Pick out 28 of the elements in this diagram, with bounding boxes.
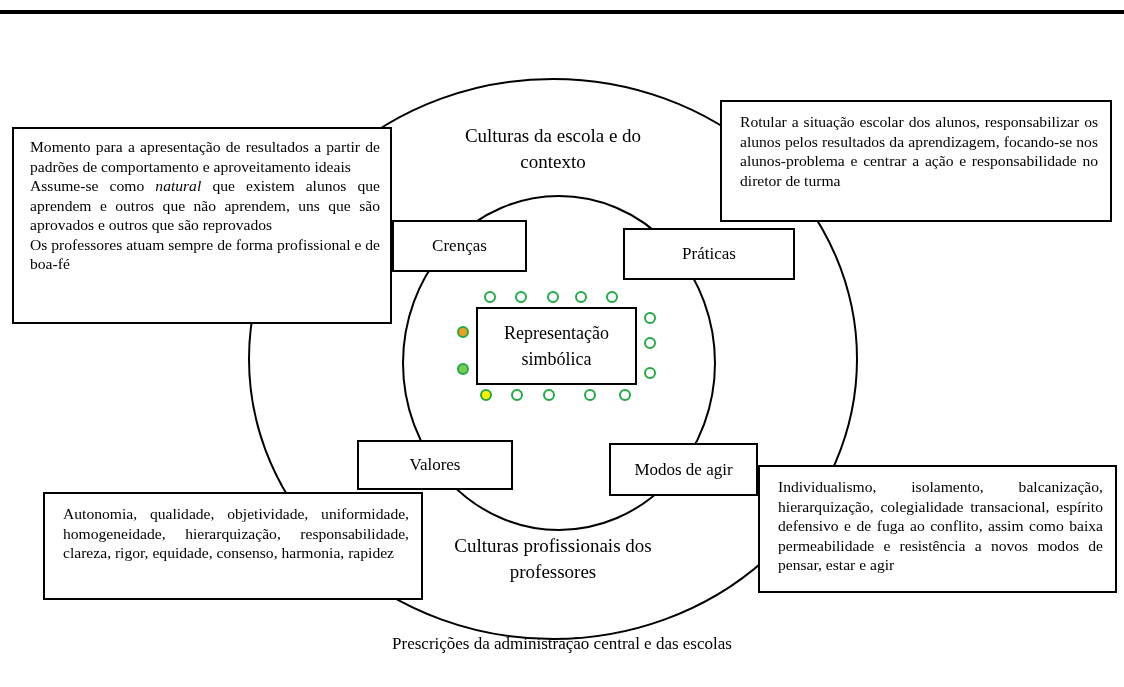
center-box: Representação simbólica bbox=[476, 307, 637, 385]
practices-box: Práticas bbox=[623, 228, 795, 280]
small-circle bbox=[644, 312, 656, 324]
beliefs-box: Crenças bbox=[392, 220, 527, 272]
small-circle bbox=[547, 291, 559, 303]
ways-of-acting-box: Modos de agir bbox=[609, 443, 758, 496]
ways-of-acting-description-box: Individualismo, isolamento, balcanização, hierarquização, colegialidade transacional, espírito defensivo e de fuga ao conflito, assim como baixa permeabilidade e resistência a novos modos de pensar, estar e agir bbox=[758, 465, 1117, 593]
region-title: Culturas da escola e do contexto bbox=[463, 124, 643, 174]
small-circle bbox=[480, 389, 492, 401]
region-title: Culturas profissionais dos professores bbox=[453, 534, 653, 584]
description-paragraph: Os professores atuam sempre de forma profissional e de boa-fé bbox=[30, 234, 380, 274]
description-paragraph: Assume-se como natural que existem alunos que aprendem e outros que não aprendem, uns que são aprovados e outros que são reprovados bbox=[30, 176, 380, 235]
small-circle bbox=[619, 389, 631, 401]
small-circle bbox=[457, 326, 469, 338]
small-circle bbox=[606, 291, 618, 303]
values-description-box: Autonomia, qualidade, objetividade, uniformidade, homogeneidade, hierarquização, responsabilidade, clareza, rigor, equidade, consenso, harmonia, rapidez bbox=[43, 492, 423, 600]
small-circle bbox=[511, 389, 523, 401]
small-circle bbox=[644, 337, 656, 349]
small-circle bbox=[543, 389, 555, 401]
small-circle bbox=[515, 291, 527, 303]
small-circle bbox=[584, 389, 596, 401]
small-circle bbox=[575, 291, 587, 303]
practices-description-box: Rotular a situação escolar dos alunos, responsabilizar os alunos pelos resultados da aprendizagem, focando-se nos alunos-problema e centrar a ação e responsabilidade no diretor de turma bbox=[720, 100, 1112, 222]
caption: Prescrições da administração central e das escolas bbox=[391, 634, 733, 654]
small-circle bbox=[484, 291, 496, 303]
values-box: Valores bbox=[357, 440, 513, 490]
small-circle bbox=[457, 363, 469, 375]
small-circle bbox=[644, 367, 656, 379]
